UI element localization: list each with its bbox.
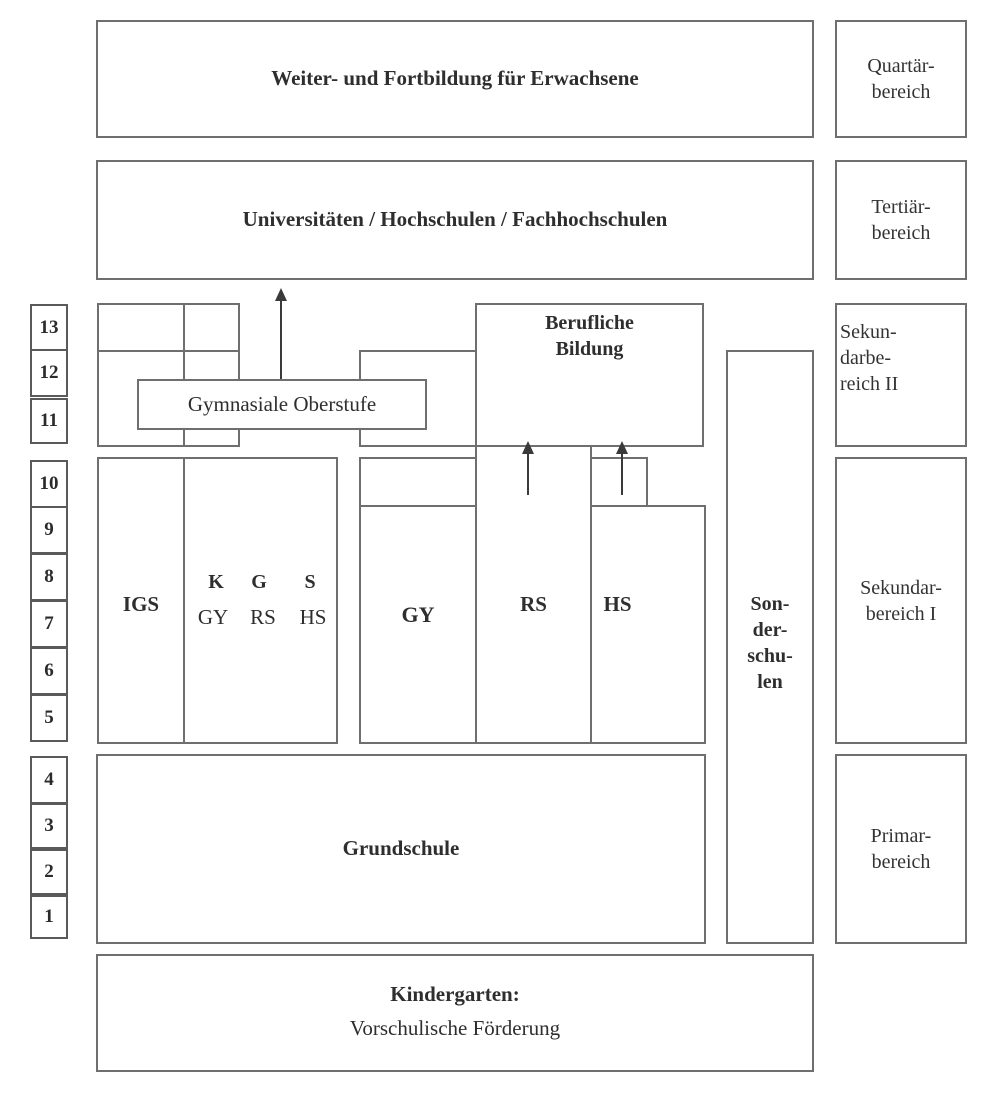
grade-9: 9 — [30, 506, 68, 554]
grundschule-label: Grundschule — [342, 836, 460, 861]
kgs-gy: GY — [197, 605, 229, 630]
arrow-head — [616, 441, 628, 454]
quartaer-box — [835, 20, 967, 138]
sek2-label: Sekun- darbe- reich II — [840, 321, 899, 395]
oberstufe-kgs-column — [183, 303, 240, 447]
kgs-box — [183, 457, 338, 744]
grade-3: 3 — [30, 803, 68, 849]
arrow-rs-to-beruf — [521, 441, 535, 495]
grade-5: 5 — [30, 694, 68, 742]
grade-12: 12 — [30, 349, 68, 397]
quartaer-label: Quartär- bereich — [867, 55, 935, 103]
grade-4: 4 — [30, 756, 68, 804]
hs-label: HS — [603, 592, 632, 617]
kgs-k: K — [208, 571, 224, 593]
kgs-rs: RS — [250, 605, 276, 630]
weiterbildung-box — [96, 20, 814, 138]
weiterbildung-label: Weiter- und Fortbildung für Erwachsene — [271, 66, 639, 91]
grade-7: 7 — [30, 600, 68, 648]
grade-6: 6 — [30, 647, 68, 695]
grade-8: 8 — [30, 553, 68, 601]
hochschulen-label: Universitäten / Hochschulen / Fachhochsc… — [242, 207, 668, 232]
tertiaer-label: Tertiär- bereich — [871, 196, 931, 244]
sek2-box — [835, 303, 967, 447]
sek1-box — [835, 457, 967, 744]
grade-13: 13 — [30, 304, 68, 351]
gy-grade10-divider — [359, 505, 477, 507]
berufliche-bildung-label: Berufliche Bildung — [545, 312, 634, 360]
sonderschulen-box — [726, 350, 814, 944]
primar-label: Primar- bereich — [870, 825, 932, 873]
primar-box — [835, 754, 967, 944]
hs-box — [590, 505, 706, 744]
arrow-to-hochschulen — [273, 288, 289, 380]
arrow-head — [275, 288, 287, 301]
oberstufe-grade-divider — [97, 350, 240, 352]
grade-2: 2 — [30, 849, 68, 895]
arrow-shaft — [621, 453, 623, 495]
kindergarten-line1: Kindergarten: — [390, 982, 520, 1007]
grade-11: 11 — [30, 398, 68, 444]
hs-step-line — [646, 457, 648, 507]
hs-step-top — [590, 457, 648, 459]
kgs-g: G — [251, 571, 267, 593]
sek1-label: Sekundar- bereich I — [860, 576, 942, 625]
arrow-head — [522, 441, 534, 454]
gymnasiale-oberstufe-label: Gymnasiale Oberstufe — [187, 391, 377, 416]
kindergarten-line2: Vorschulische Förderung — [349, 1016, 561, 1041]
arrow-shaft — [280, 300, 282, 380]
kgs-s: S — [304, 571, 316, 593]
grade-10: 10 — [30, 460, 68, 508]
hs-left-line — [590, 457, 592, 507]
grundschule-box — [96, 754, 706, 944]
arrow-hs-to-beruf — [615, 441, 629, 495]
tertiaer-box — [835, 160, 967, 280]
sonderschulen-label: Son- der- schu- len — [747, 593, 793, 693]
hochschulen-box — [96, 160, 814, 280]
igs-label: IGS — [122, 592, 160, 617]
grade-1: 1 — [30, 895, 68, 939]
gy-label: GY — [401, 601, 435, 627]
gymnasiale-oberstufe-box — [137, 379, 427, 430]
kgs-hs: HS — [299, 605, 327, 630]
arrow-shaft — [527, 453, 529, 495]
kindergarten-box — [96, 954, 814, 1072]
rs-label: RS — [520, 592, 547, 617]
